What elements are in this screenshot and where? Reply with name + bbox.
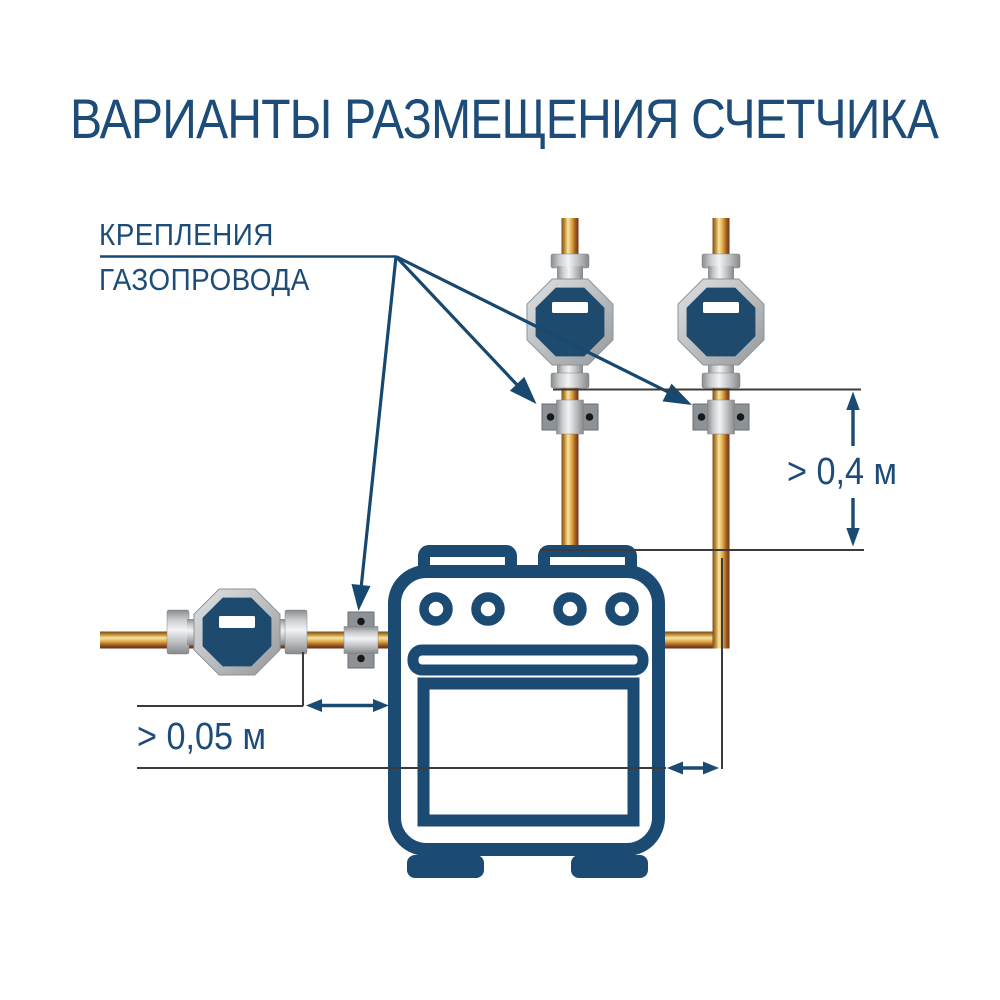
arrowhead-icon <box>667 761 683 775</box>
pipe-bracket-side <box>343 611 379 669</box>
callout-label-line1: КРЕПЛЕНИЯ <box>99 217 274 252</box>
bolt-icon <box>357 654 365 663</box>
pipe-bracket-under-meter-2 <box>692 399 750 435</box>
dimension-extension-lines <box>137 388 864 769</box>
oven-door <box>417 677 640 827</box>
gas-meter-top-left <box>526 253 614 389</box>
page-title: ВАРИАНТЫ РАЗМЕЩЕНИЯ СЧЕТЧИКА <box>70 87 939 150</box>
stove-leg <box>407 855 484 878</box>
arrowhead-icon <box>846 391 860 410</box>
stove-leg <box>571 855 648 878</box>
bolt-icon <box>697 413 706 421</box>
arrowhead-icon <box>509 376 537 404</box>
meter-display <box>552 302 588 313</box>
dimension-label-horizontal: > 0,05 м <box>137 716 267 758</box>
callout-arrow-to-bracket-2 <box>395 255 671 395</box>
bolt-icon <box>736 413 745 421</box>
pipe-bracket-under-meter-1 <box>541 399 599 435</box>
arrowhead-icon <box>703 761 719 775</box>
arrowhead-icon <box>846 528 860 547</box>
arrowhead-icon <box>306 699 322 712</box>
bolt-icon <box>585 413 594 421</box>
dimension-label-vertical: > 0,4 м <box>787 451 898 493</box>
gas-meter-top-right <box>677 253 765 389</box>
stove-burners <box>419 592 639 626</box>
arrowhead-icon <box>662 383 692 405</box>
callout-arrow-to-bracket-1 <box>394 255 522 390</box>
callout-label-line2: ГАЗОПРОВОДА <box>99 262 310 297</box>
gas-stove <box>388 545 665 878</box>
gas-meter-side <box>166 588 308 676</box>
callout-leaders <box>100 255 692 611</box>
callout-arrow-to-side-bracket <box>358 256 398 599</box>
arrowhead-icon <box>351 584 371 611</box>
dimension-arrows <box>306 391 860 775</box>
bolt-icon <box>357 617 365 626</box>
arrowhead-icon <box>373 699 389 712</box>
stove-control-panel <box>407 644 649 676</box>
bolt-icon <box>546 413 555 421</box>
meter-display <box>703 302 739 313</box>
meter-display <box>219 616 255 628</box>
